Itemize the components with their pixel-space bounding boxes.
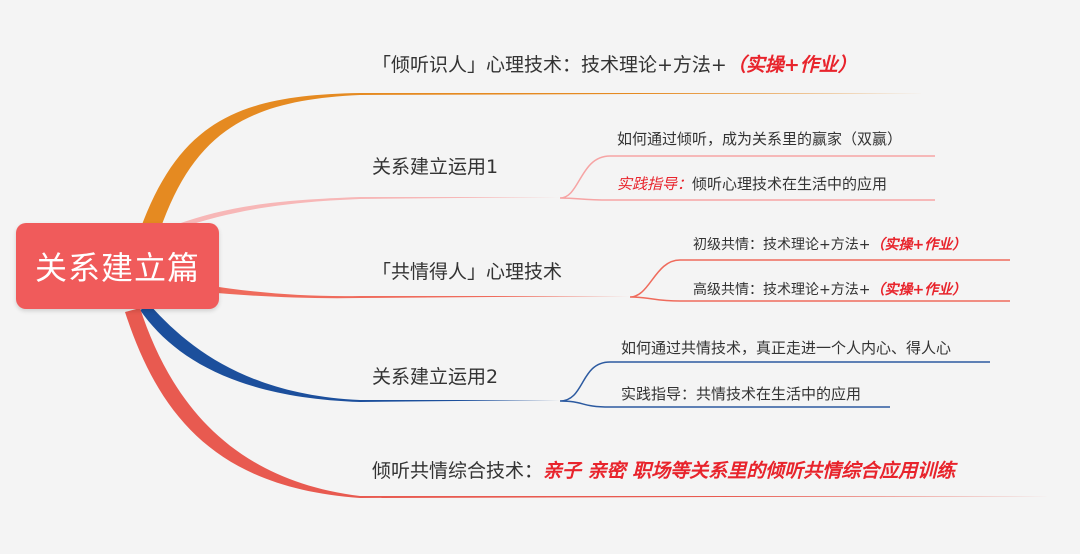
branch-3-sub-connector: [629, 259, 1010, 302]
branch-3-connector: [205, 285, 630, 299]
branch-1-label: 「倾听识人」心理技术：技术理论+方法+（实操+作业）: [372, 54, 857, 76]
branch-4-connector: [140, 305, 560, 402]
branch-4-leaf-1: 如何通过共情技术，真正走进一个人内心、得人心: [621, 339, 952, 357]
branch-2-connector: [175, 197, 560, 228]
root-label: 关系建立篇: [34, 249, 200, 287]
branch-5-label: 倾听共情综合技术：亲子 亲密 职场等关系里的倾听共情综合应用训练: [372, 460, 956, 482]
branch-3-label: 「共情得人」心理技术: [372, 261, 563, 283]
branch-2-leaf-2: 实践指导：倾听心理技术在生活中的应用: [617, 175, 888, 193]
branch-5-emphasis: 亲子 亲密 职场等关系里的倾听共情综合应用训练: [543, 460, 956, 482]
branch-4-label: 关系建立运用2: [372, 366, 499, 388]
branch-4-sub-connector: [559, 361, 990, 408]
branch-4-leaf-2: 实践指导：共情技术在生活中的应用: [621, 385, 862, 403]
branch-2-leaf-1: 如何通过倾听，成为关系里的赢家（双赢）: [617, 130, 903, 148]
branch-3-leaf-2: 高级共情：技术理论+方法+（实操+作业）: [693, 282, 967, 298]
practice-guide-prefix: 实践指导：: [617, 175, 693, 193]
branch-1-emphasis: （实操+作业）: [726, 54, 857, 76]
branch-1-connector: [140, 93, 925, 230]
branch-3-leaf-1: 初级共情：技术理论+方法+（实操+作业）: [693, 237, 967, 253]
branch-2-label: 关系建立运用1: [372, 156, 499, 178]
root-node: 关系建立篇: [16, 223, 219, 309]
branch-2-sub-connector: [559, 155, 935, 201]
